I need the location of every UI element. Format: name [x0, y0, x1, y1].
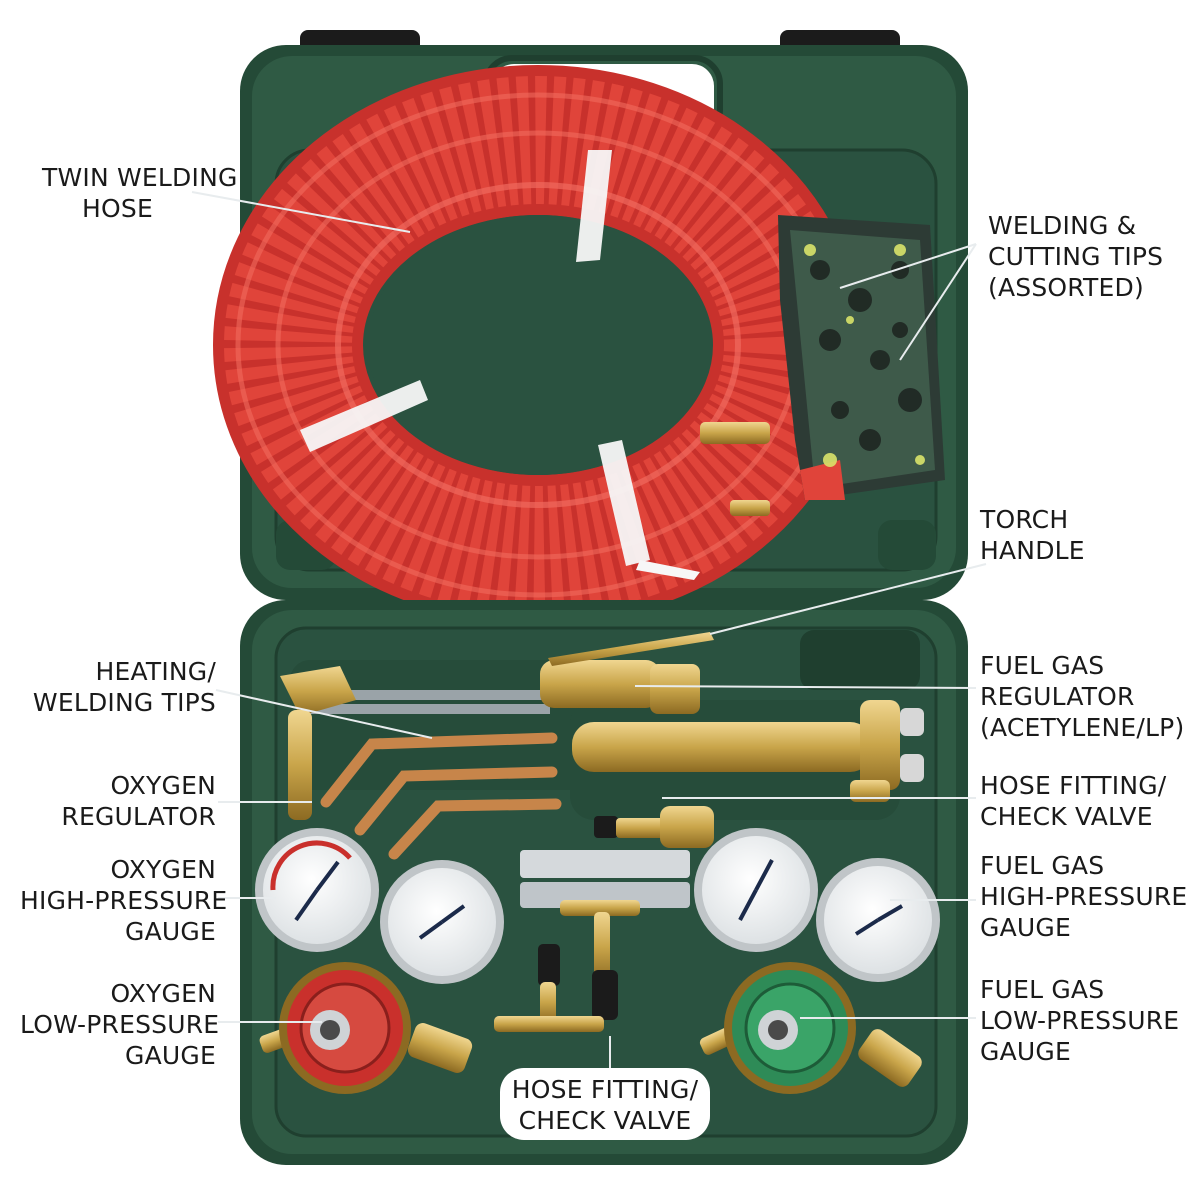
oxygen-regulator-assembly [255, 828, 504, 1094]
label-oxygen-low-pressure-gauge: OXYGEN LOW-PRESSURE GAUGE [20, 979, 220, 1070]
cutting-attachment [280, 632, 714, 820]
leader-lines [191, 191, 987, 1070]
label-heating-welding-tips: HEATING/ WELDING TIPS [32, 657, 216, 717]
label-twin-welding-hose: TWIN WELDING HOSE [42, 163, 238, 223]
label-torch-handle: TORCH HANDLE [980, 505, 1085, 565]
fuel-gas-regulator-assembly [694, 828, 940, 1094]
label-hose-fitting-check-valve-bottom: HOSE FITTING/ CHECK VALVE [511, 1075, 699, 1135]
label-oxygen-regulator: OXYGEN REGULATOR [61, 771, 216, 831]
label-oxygen-high-pressure-gauge: OXYGEN HIGH-PRESSURE GAUGE [20, 855, 228, 946]
label-hose-fitting-check-valve-right: HOSE FITTING/ CHECK VALVE [980, 771, 1167, 831]
bottom-label-background [500, 1068, 710, 1140]
tips-bag [778, 215, 945, 500]
label-fuel-gas-low-pressure-gauge: FUEL GAS LOW-PRESSURE GAUGE [980, 975, 1180, 1066]
welding-tips [320, 732, 562, 860]
label-fuel-gas-high-pressure-gauge: FUEL GAS HIGH-PRESSURE GAUGE [980, 851, 1188, 942]
label-welding-cutting-tips: WELDING & CUTTING TIPS (ASSORTED) [988, 211, 1164, 302]
label-fuel-gas-regulator: FUEL GAS REGULATOR (ACETYLENE/LP) [980, 651, 1185, 742]
wrench-and-fittings [494, 900, 640, 1032]
hose-coil [213, 65, 863, 625]
check-valve-right [594, 806, 714, 848]
torch-handle [572, 700, 924, 802]
